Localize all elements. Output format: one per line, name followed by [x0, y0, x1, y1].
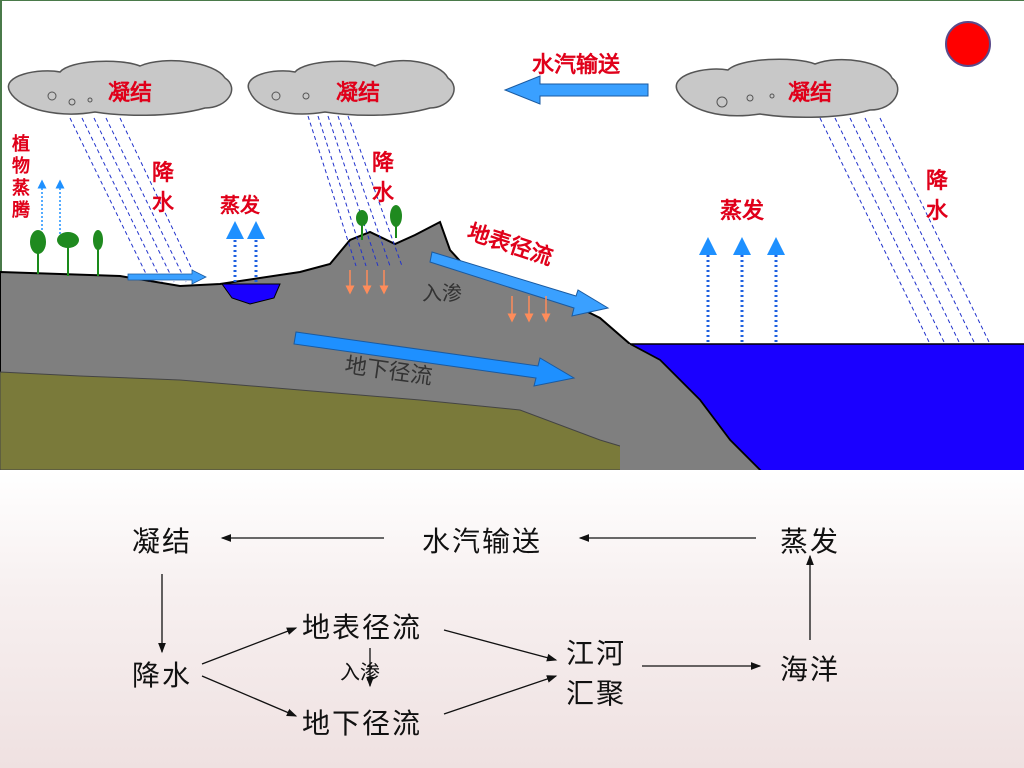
svg-text:腾: 腾	[12, 199, 31, 221]
infiltration-label: 入渗	[422, 281, 462, 305]
sea-evaporation-arrows	[699, 237, 785, 342]
water-cycle-scene: 凝结 凝结 凝结 水汽输送 植 物 蒸 腾	[0, 0, 1024, 470]
svg-text:蒸: 蒸	[12, 178, 30, 199]
surface-runoff-arrow	[429, 251, 610, 317]
cloud-label-right: 凝结	[788, 80, 832, 106]
flow-groundwater-runoff: 地下径流	[302, 707, 423, 740]
flow-precipitation: 降水	[132, 659, 193, 692]
svg-text:水: 水	[372, 180, 395, 206]
infiltration-arrows-hill	[345, 270, 389, 295]
flow-surface-runoff: 地表径流	[302, 611, 423, 644]
trees-hill	[356, 205, 402, 240]
rain-left	[69, 117, 199, 283]
svg-text:降: 降	[926, 168, 949, 194]
svg-text:物: 物	[12, 155, 30, 177]
svg-text:植: 植	[12, 133, 30, 155]
rain-middle	[307, 115, 403, 267]
cloud-left	[7, 59, 233, 117]
flow-river-line2: 汇聚	[566, 677, 627, 710]
infiltration-arrows-slope	[507, 296, 551, 323]
flow-infiltration: 入渗	[340, 660, 380, 684]
transpiration-arrows	[37, 179, 65, 234]
lake-evaporation-arrows	[226, 221, 265, 282]
cloud-label-left: 凝结	[108, 80, 152, 106]
precipitation-label-right: 降 水	[926, 168, 949, 224]
cloud-middle	[247, 59, 455, 117]
lake	[221, 283, 281, 305]
evaporation-label-sea: 蒸发	[720, 198, 765, 224]
flowchart-arrows	[158, 534, 814, 717]
flow-ocean: 海洋	[780, 653, 841, 686]
svg-text:水: 水	[926, 198, 949, 224]
sun	[945, 21, 991, 67]
flow-river-line1: 江河	[566, 637, 627, 670]
cloud-right	[675, 58, 899, 119]
soil-layer	[0, 371, 701, 470]
svg-text:水: 水	[152, 190, 175, 216]
flow-vapor-transport: 水汽输送	[422, 525, 543, 558]
precipitation-label-left: 降 水	[152, 160, 175, 216]
flow-condensation: 凝结	[132, 525, 193, 558]
evaporation-label-lake: 蒸发	[220, 193, 261, 217]
svg-text:降: 降	[372, 150, 395, 176]
cloud-label-middle: 凝结	[336, 80, 380, 106]
groundwater-runoff-arrow	[293, 331, 576, 387]
land-flow-arrow	[127, 269, 207, 285]
svg-text:降: 降	[152, 160, 175, 186]
flow-evaporation: 蒸发	[780, 525, 841, 558]
vapor-transport-arrow	[503, 75, 649, 105]
plant-transpiration-label: 植 物 蒸 腾	[12, 133, 31, 221]
water-cycle-flowchart: 凝结 水汽输送 蒸发 降水 地表径流 入渗 地下径流 江河 汇聚 海洋	[0, 470, 1024, 768]
vapor-transport-label: 水汽输送	[532, 52, 620, 78]
precipitation-label-middle: 降 水	[372, 150, 395, 206]
trees-left	[30, 230, 103, 276]
